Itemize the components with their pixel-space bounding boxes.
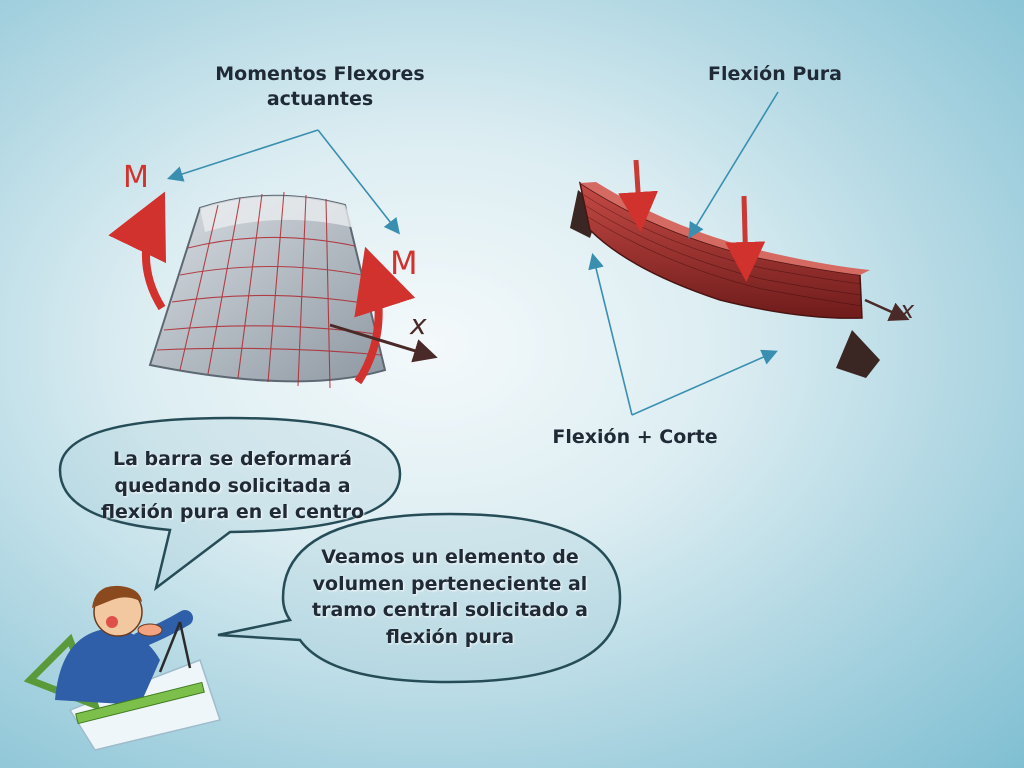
moment-symbol-right: M bbox=[390, 244, 418, 282]
bending-shear-label: Flexión + Corte bbox=[552, 426, 718, 448]
engineer-hair bbox=[92, 585, 142, 608]
beam-axis-label: x bbox=[900, 296, 915, 324]
speech-bubble-upper bbox=[58, 416, 402, 592]
moments-title-label: Momentos Flexores actuantes bbox=[215, 63, 425, 110]
beam-axis-arrow bbox=[864, 298, 910, 321]
deformed-block bbox=[108, 191, 438, 389]
engineer-cheek bbox=[106, 616, 118, 628]
engineer-nose bbox=[137, 623, 163, 637]
engineer-arm bbox=[132, 610, 193, 648]
compass-tool bbox=[158, 621, 192, 673]
straight-ruler bbox=[75, 681, 205, 725]
moment-arrow-right bbox=[354, 246, 416, 385]
beam-diagram bbox=[570, 159, 910, 378]
engineer-cartoon bbox=[23, 585, 221, 751]
right-support bbox=[836, 330, 880, 378]
moment-arrow-left bbox=[108, 191, 167, 311]
moment-symbol-left: M bbox=[123, 160, 149, 195]
block-axis-label: x bbox=[410, 308, 427, 341]
pointer-lines bbox=[166, 91, 779, 416]
engineer-body bbox=[55, 629, 160, 705]
block-axis-arrow bbox=[329, 323, 438, 363]
lower-bubble-text: Veamos un elemento de volumen pertenecie… bbox=[312, 546, 588, 648]
load-arrow-1 bbox=[618, 159, 659, 232]
upper-bubble-text: La barra se deformará quedando solicitad… bbox=[100, 448, 365, 524]
speech-bubble-lower bbox=[217, 512, 622, 684]
load-arrow-2 bbox=[725, 195, 766, 282]
block-grid-lines bbox=[156, 191, 382, 389]
pure-bending-label: Flexión Pura bbox=[708, 63, 842, 85]
